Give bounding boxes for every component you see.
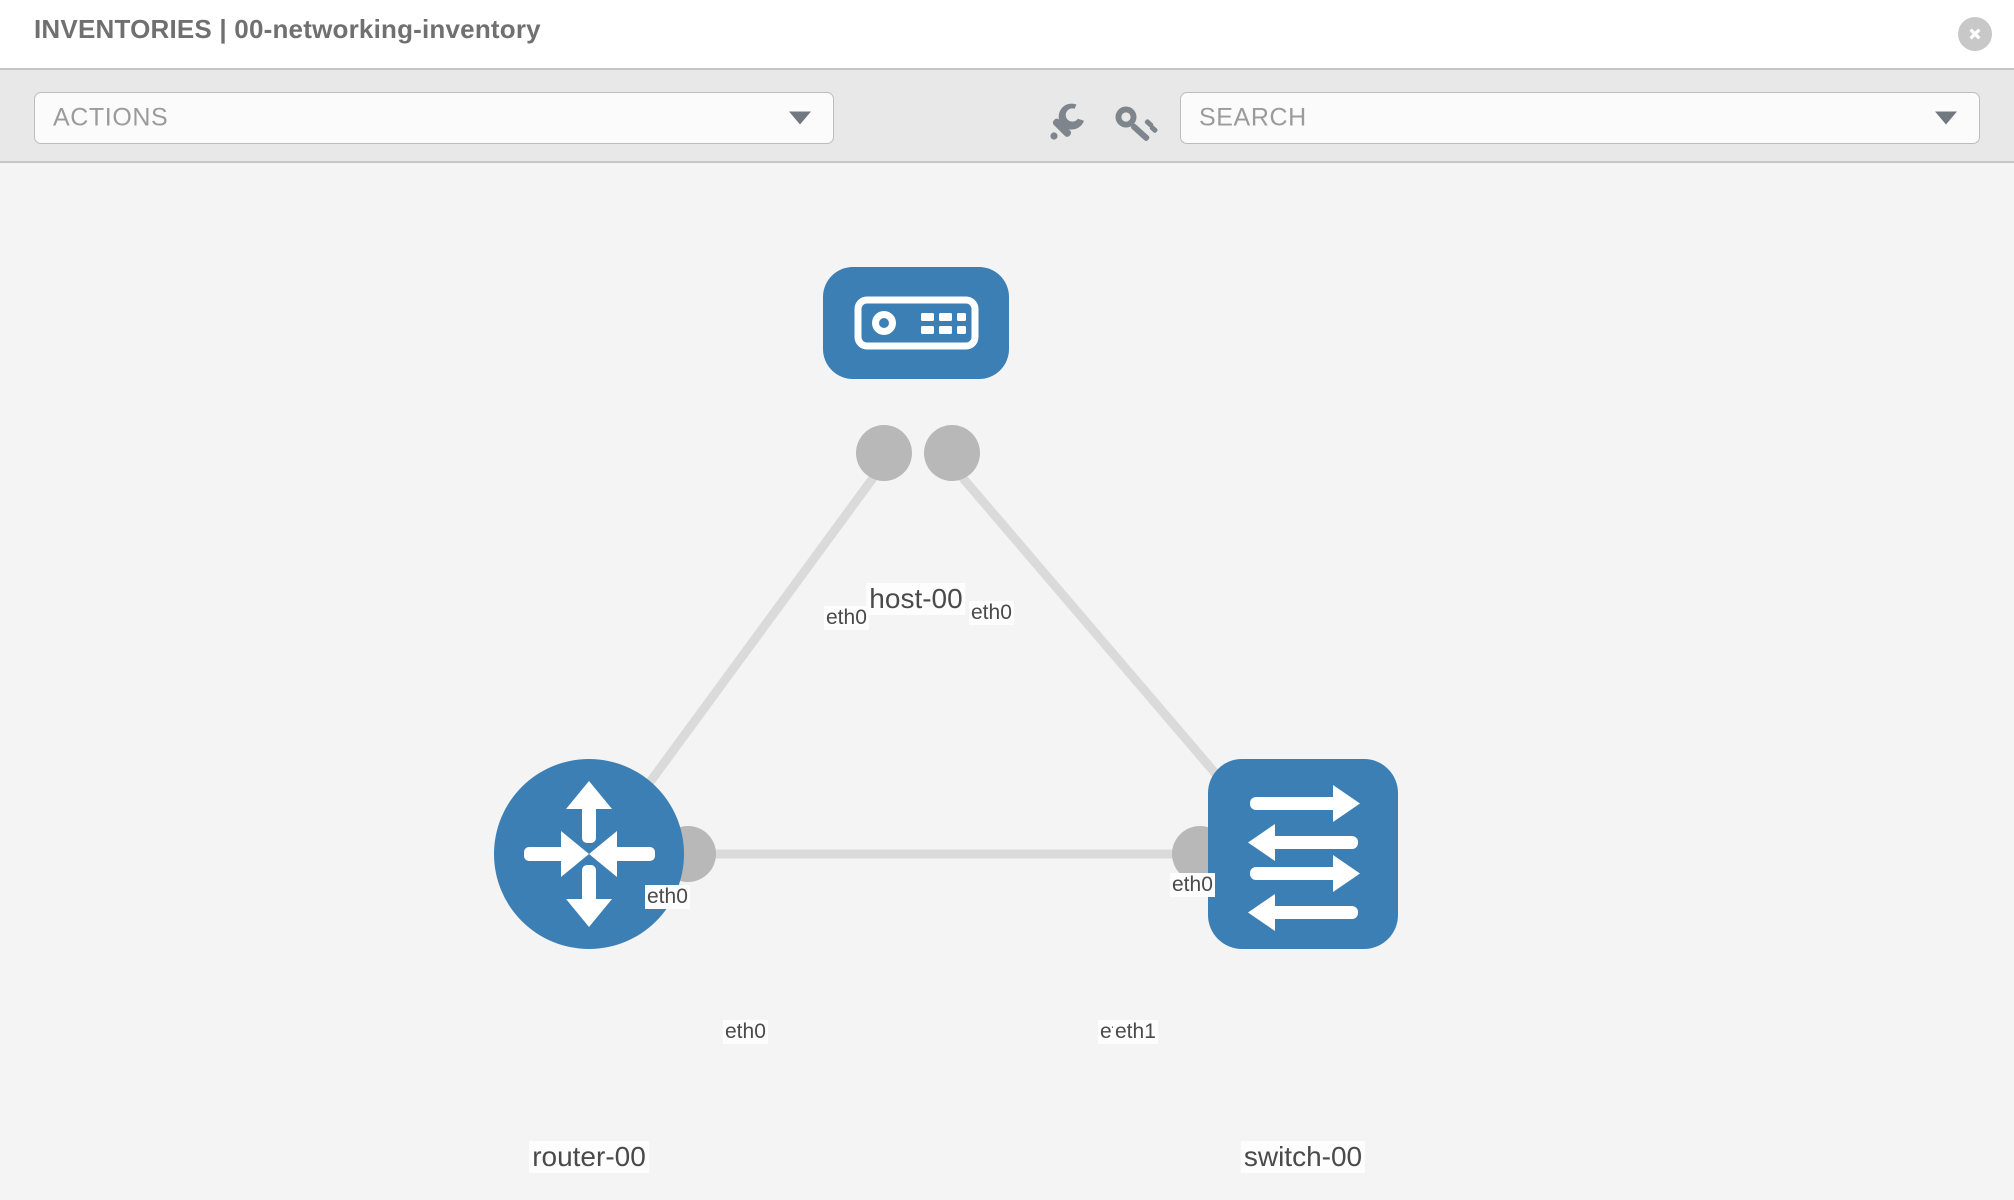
chevron-down-icon — [789, 111, 811, 125]
search-dropdown[interactable]: SEARCH — [1180, 92, 1980, 144]
chevron-down-icon — [1935, 111, 1957, 125]
port-layer — [660, 425, 1271, 882]
switch-icon — [1248, 785, 1360, 931]
node-label-switch: switch-00 — [1240, 1141, 1366, 1173]
port-host-right — [924, 425, 980, 481]
close-button[interactable] — [1958, 17, 1992, 51]
edge-label: eth0 — [645, 885, 690, 909]
actions-dropdown[interactable]: ACTIONS — [34, 92, 834, 144]
key-icon[interactable] — [1110, 100, 1158, 144]
actions-dropdown-value: ACTIONS — [53, 103, 169, 132]
router-icon — [524, 781, 655, 927]
topology-graph — [494, 267, 1398, 949]
port-host-left — [856, 425, 912, 481]
link-layer — [616, 460, 1249, 859]
wrench-icon[interactable] — [1043, 100, 1091, 144]
edge-label: eth0 — [723, 1020, 768, 1044]
node-router-00 — [494, 759, 684, 949]
toolbar: ACTIONS — [0, 68, 2014, 163]
edge-label: eth0 — [824, 606, 869, 630]
node-label-host: host-00 — [866, 583, 966, 615]
search-input[interactable]: SEARCH — [1199, 103, 1307, 132]
node-host-00 — [823, 267, 1009, 379]
edge-label: eth0 — [969, 601, 1014, 625]
edge-label: eth1 — [1113, 1020, 1158, 1044]
page-title: INVENTORIES | 00-networking-inventory — [34, 14, 541, 44]
close-icon — [1969, 28, 1981, 40]
topology-canvas[interactable]: eth0 eth0 eth0 eth0 eth0 eth eth1 host-0… — [0, 163, 2014, 1200]
page-header: INVENTORIES | 00-networking-inventory — [0, 0, 2014, 68]
server-icon — [854, 296, 979, 350]
edge-label: eth0 — [1170, 873, 1215, 897]
node-label-router: router-00 — [529, 1141, 649, 1173]
link-host-router — [616, 460, 888, 826]
link-host-switch — [946, 460, 1249, 811]
node-switch-00 — [1208, 759, 1398, 949]
